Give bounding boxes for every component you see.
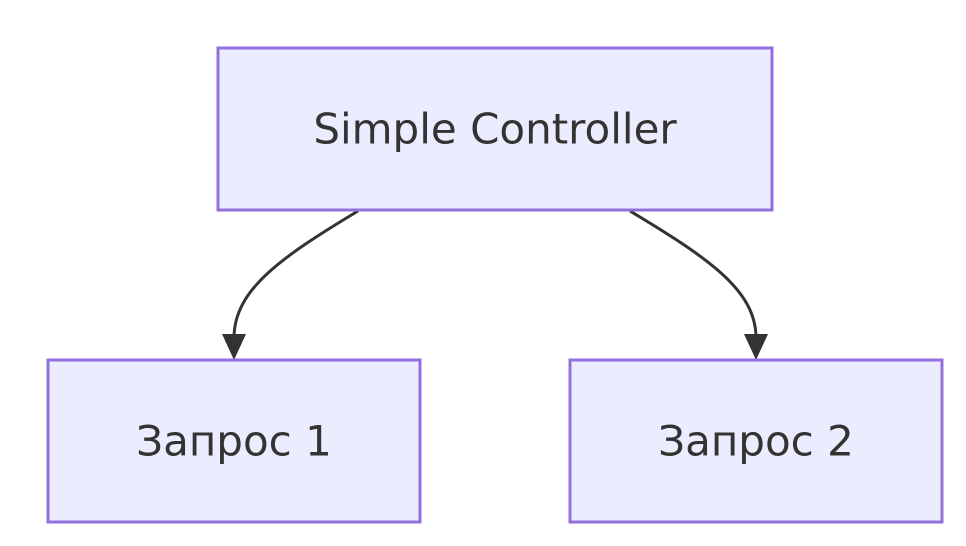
node-request-2-label: Запрос 2 (658, 417, 854, 466)
arrowhead-child1 (222, 334, 246, 360)
arrowhead-child2 (744, 334, 768, 360)
node-request-2[interactable]: Запрос 2 (568, 358, 944, 524)
node-request-1-label: Запрос 1 (136, 417, 332, 466)
node-simple-controller[interactable]: Simple Controller (216, 46, 774, 212)
edge-root-to-child2 (629, 209, 768, 360)
edge-root-to-child1 (222, 209, 359, 360)
node-request-1[interactable]: Запрос 1 (46, 358, 422, 524)
node-simple-controller-label: Simple Controller (313, 105, 677, 154)
